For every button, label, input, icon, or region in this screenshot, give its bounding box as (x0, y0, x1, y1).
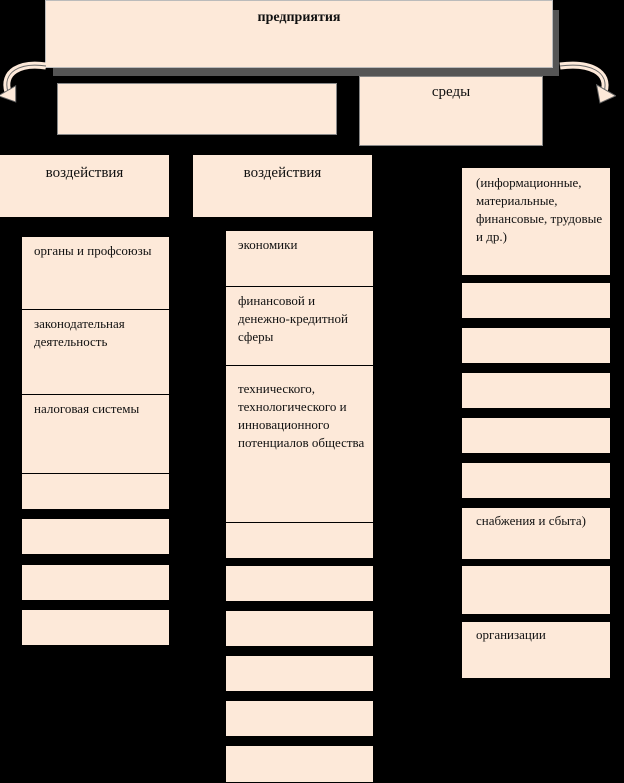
col2-box-4 (226, 523, 373, 558)
col3-box-2 (462, 283, 610, 318)
col3-box-6 (462, 463, 610, 498)
col3-box-8 (462, 566, 610, 614)
col3-box-9: организации (462, 622, 610, 678)
title-box: предприятия (45, 0, 553, 68)
col2-box-2: финансовой и денежно-кредитной сферы (226, 287, 373, 365)
col2-box-3: технического, технологического и инновац… (226, 366, 373, 522)
col1-item-3: налоговая системы (34, 401, 140, 416)
col2-box-1: экономики (226, 231, 373, 286)
col1-box-7 (22, 610, 169, 645)
internal-environment-box: среды (359, 76, 543, 146)
internal-environment-label: среды (431, 84, 471, 100)
col3-item-1: (информационные, материальные, финансовы… (476, 175, 603, 244)
column1-header-text: воздействия (45, 165, 124, 181)
col2-box-7 (226, 656, 373, 691)
col3-box-5 (462, 418, 610, 453)
col1-box-1: органы и профсоюзы (22, 237, 169, 309)
col1-box-2: законодательная деятельность (22, 310, 169, 394)
col2-item-2: финансовой и денежно-кредитной сферы (238, 293, 348, 344)
col2-box-6 (226, 611, 373, 646)
col2-box-8 (226, 701, 373, 736)
col1-box-3: налоговая системы (22, 395, 169, 473)
right-curved-arrow-icon (559, 61, 616, 104)
col3-box-7: снабжения и сбыта) (462, 508, 610, 559)
external-environment-box (57, 83, 337, 135)
col2-box-9 (226, 746, 373, 782)
left-curved-arrow-icon (0, 61, 47, 103)
col1-item-1: органы и профсоюзы (34, 243, 152, 258)
col2-box-5 (226, 566, 373, 601)
col2-item-1: экономики (238, 237, 298, 252)
col3-item-2: снабжения и сбыта) (476, 513, 586, 528)
column2-header: воздействия (193, 155, 372, 217)
col1-box-5 (22, 519, 169, 554)
col3-item-3: организации (476, 627, 546, 642)
col2-item-3: технического, технологического и инновац… (238, 381, 365, 450)
title-line2: предприятия (257, 10, 341, 25)
col3-box-3 (462, 328, 610, 363)
column2-header-text: воздействия (243, 165, 322, 181)
col1-box-4 (22, 474, 169, 509)
col1-item-2: законодательная деятельность (34, 316, 125, 349)
col3-box-1: (информационные, материальные, финансовы… (462, 168, 610, 275)
column1-header: воздействия (0, 155, 169, 217)
col3-box-4 (462, 373, 610, 408)
col1-box-6 (22, 565, 169, 600)
